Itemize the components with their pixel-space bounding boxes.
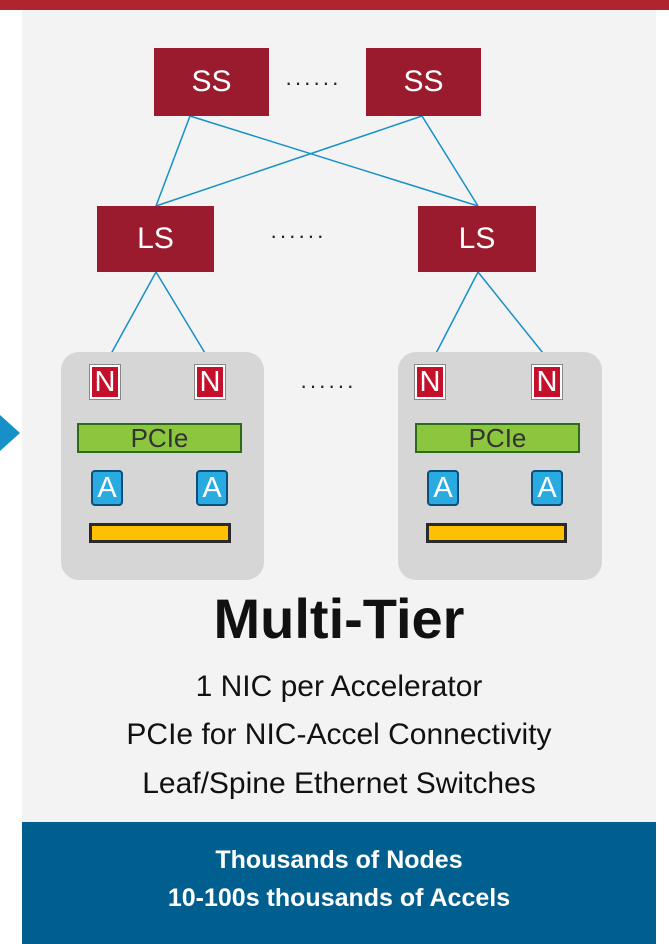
leaf-ellipsis: ······	[270, 223, 326, 248]
pcie-bus: PCIe	[415, 423, 580, 453]
description-line: PCIe for NIC-Accel Connectivity	[126, 718, 552, 751]
spine-ellipsis: ······	[285, 70, 341, 95]
leaf-switch-left: LS	[97, 206, 214, 272]
arrow-right-icon	[0, 415, 20, 451]
description-line: 1 NIC per Accelerator	[195, 670, 483, 703]
nic-icon: N	[194, 364, 226, 400]
link-ss2-ls2	[421, 115, 479, 207]
top-accent-bar	[0, 0, 669, 10]
footer-line: 10-100s thousands of Accels	[167, 884, 511, 912]
link-ss1-ls2	[189, 115, 479, 207]
accel-interconnect-bar	[426, 523, 567, 543]
link-ls1-n2	[155, 271, 212, 364]
pcie-bus: PCIe	[77, 423, 242, 453]
leaf-switch-right: LS	[418, 206, 536, 272]
nic-icon: N	[531, 364, 563, 400]
link-ls2-n3	[430, 271, 479, 364]
link-ls2-n4	[477, 271, 552, 364]
node-ellipsis: ······	[300, 373, 356, 398]
diagram-title: Multi-Tier	[213, 587, 465, 650]
accelerator-icon: A	[91, 470, 123, 506]
link-ss1-ls1	[155, 115, 191, 207]
accelerator-icon: A	[196, 470, 228, 506]
spine-switch-right: SS	[366, 48, 481, 116]
accelerator-icon: A	[427, 470, 459, 506]
accelerator-icon: A	[531, 470, 563, 506]
nic-icon: N	[89, 364, 121, 400]
scale-footer: Thousands of Nodes 10-100s thousands of …	[22, 822, 656, 944]
accel-interconnect-bar	[89, 523, 231, 543]
nic-icon: N	[414, 364, 446, 400]
link-ls1-n1	[105, 271, 157, 364]
description-line: Leaf/Spine Ethernet Switches	[142, 767, 536, 800]
footer-line: Thousands of Nodes	[215, 846, 463, 874]
link-ss2-ls1	[155, 115, 423, 207]
spine-switch-left: SS	[154, 48, 269, 116]
